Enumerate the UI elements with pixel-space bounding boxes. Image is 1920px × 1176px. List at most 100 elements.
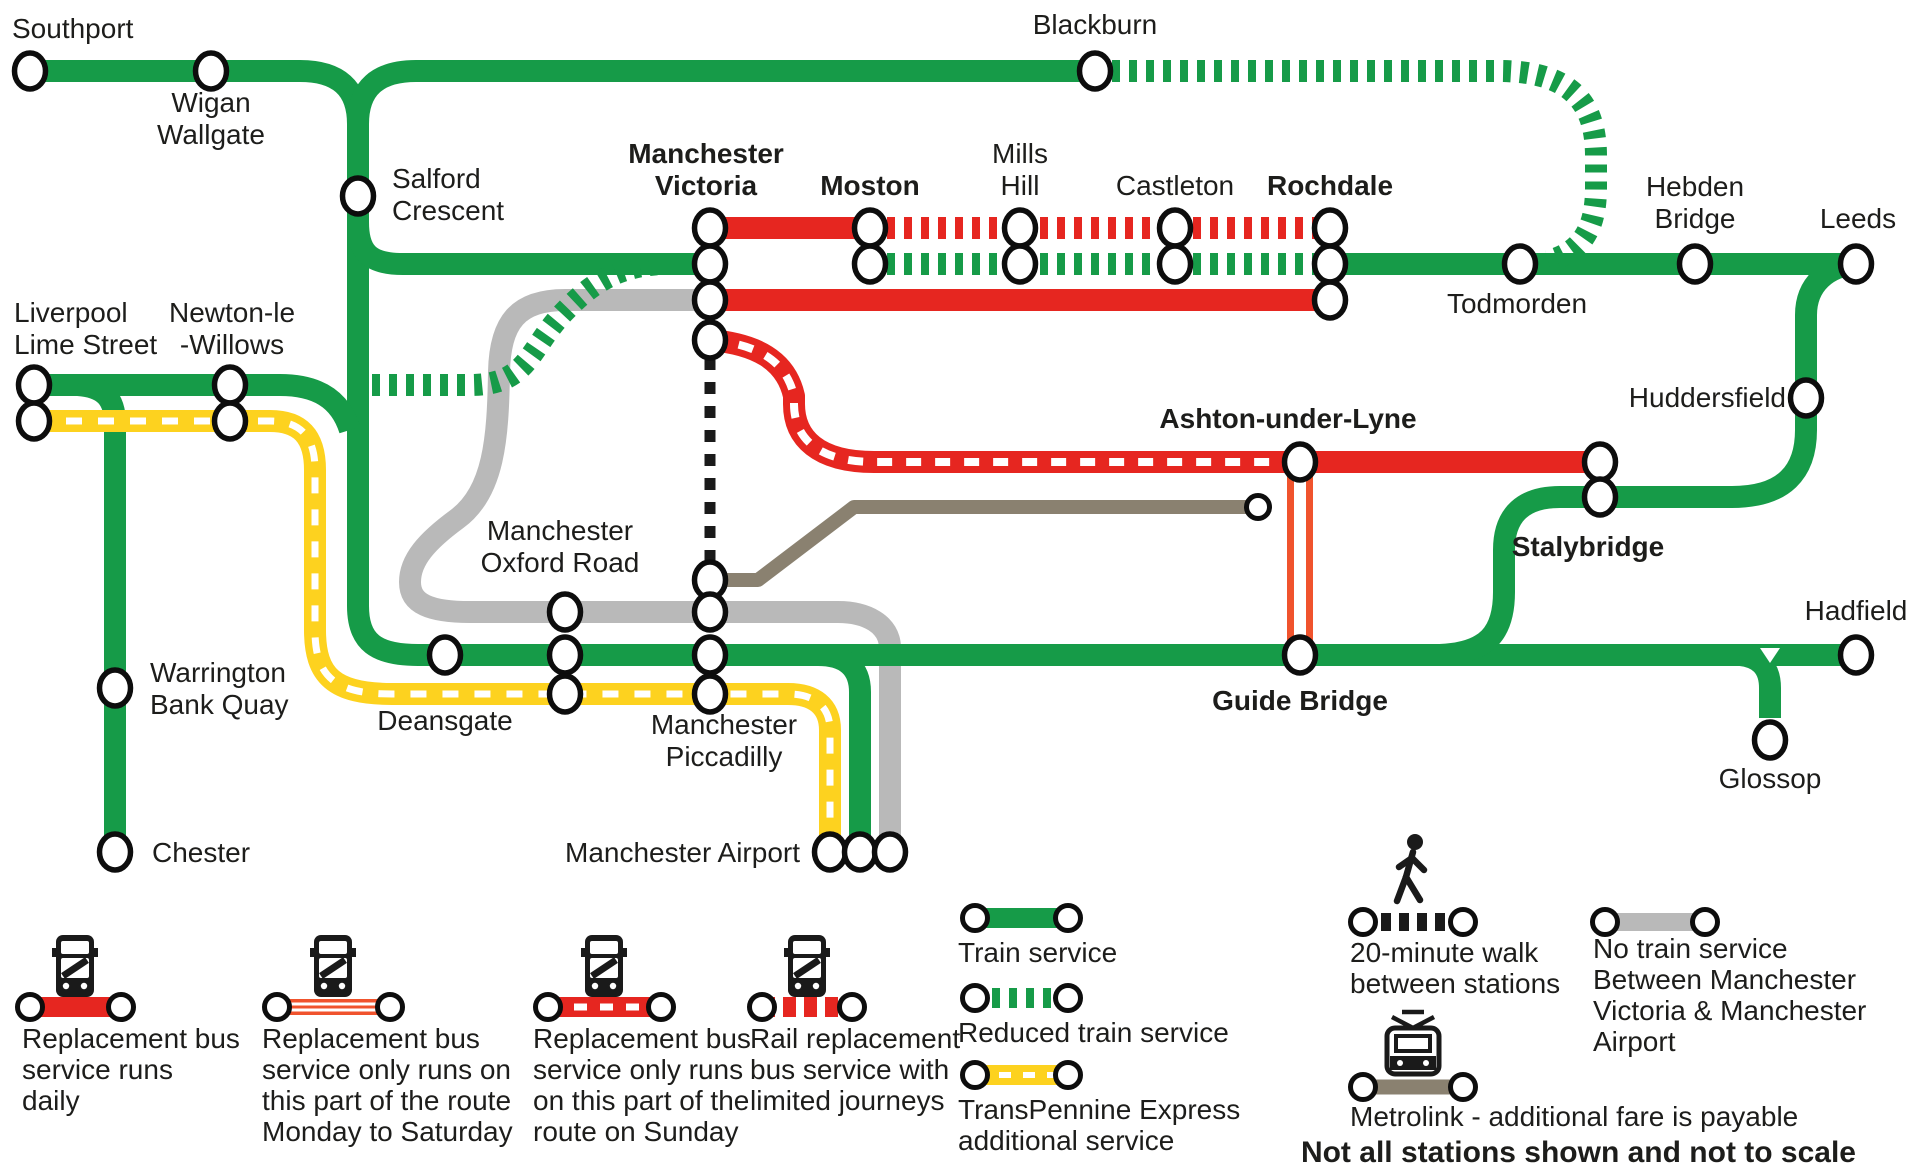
walking-person-icon-part [1407, 834, 1423, 850]
station-manchester-victoria-circle-2[interactable] [691, 243, 729, 285]
station-manchester-oxford-road-circle-2[interactable] [546, 634, 584, 676]
bus-mon-sat-label: Replacement bus [262, 1023, 480, 1054]
bus-icon-1-part [62, 982, 70, 990]
bus-daily-label: Replacement bus [22, 1023, 240, 1054]
reduced-blackburn-todmorden [1095, 60, 1607, 272]
station-wigan-wallgate-label: Wallgate [157, 119, 265, 150]
train-junction-blackburn [347, 60, 1095, 125]
station-stalybridge-circle-1[interactable] [1581, 441, 1619, 483]
station-warrington-bank-quay-circle[interactable] [96, 667, 134, 709]
station-manchester-piccadilly-circle-3[interactable] [691, 634, 729, 676]
station-mills-hill-circle-1[interactable] [1001, 207, 1039, 249]
bus-icon-4 [784, 935, 830, 997]
bus-mon-sat-endpoint-circle-2 [375, 992, 405, 1022]
station-manchester-airport-circle-3[interactable] [871, 831, 909, 873]
map-note: Not all stations shown and not to scale [1301, 1136, 1856, 1169]
station-newton-le-willows-circle-1[interactable] [211, 364, 249, 406]
metrolink-route [712, 500, 1246, 587]
station-todmorden-circle[interactable] [1501, 243, 1539, 285]
station-liverpool-lime-street-circle-1[interactable] [15, 364, 53, 406]
station-glossop-circle[interactable] [1751, 719, 1789, 761]
bus-icon-4-part [784, 948, 789, 957]
reduced-train-service-endpoint-circle-1 [960, 983, 990, 1013]
train-glossop-branch [1738, 644, 1781, 718]
station-manchester-victoria-label: Manchester [628, 138, 784, 169]
station-huddersfield-circle[interactable] [1787, 377, 1825, 419]
station-manchester-victoria-circle-1[interactable] [691, 207, 729, 249]
bus-daily-endpoint-circle-2 [106, 992, 136, 1022]
walking-person-icon [1393, 834, 1428, 905]
station-liverpool-lime-street-circle-2[interactable] [15, 400, 53, 442]
bus-icon-2-part [351, 948, 356, 957]
station-hebden-bridge-circle[interactable] [1676, 243, 1714, 285]
station-hadfield-circle[interactable] [1837, 634, 1875, 676]
station-wigan-wallgate-circle[interactable] [192, 50, 230, 92]
station-manchester-piccadilly-circle-2[interactable] [691, 591, 729, 633]
bus-icon-2-part [310, 948, 315, 957]
walking-person-icon-part [1395, 854, 1416, 871]
bus-icon-1-part [93, 948, 98, 957]
station-blackburn-circle[interactable] [1076, 50, 1114, 92]
station-ashton-under-lyne-circle[interactable] [1281, 441, 1319, 483]
bus-daily-endpoint-circle-1 [15, 992, 45, 1022]
station-rochdale-circle-3[interactable] [1311, 279, 1349, 321]
reduced-newton-victoria [372, 253, 663, 396]
tpe-additional-service-endpoint-circle-1 [960, 1060, 990, 1090]
station-manchester-oxford-road-circle-1[interactable] [546, 591, 584, 633]
station-ashton-under-lyne-label: Ashton-under-Lyne [1159, 403, 1416, 434]
no-train-service-route [399, 289, 901, 838]
station-hebden-bridge-label: Bridge [1655, 203, 1736, 234]
station-mills-hill-label: Hill [1001, 170, 1040, 201]
tram-icon-part [1390, 1056, 1436, 1070]
station-castleton-circle-2[interactable] [1156, 243, 1194, 285]
station-manchester-victoria-circle-3[interactable] [691, 279, 729, 321]
station-moston-circle-1[interactable] [851, 207, 889, 249]
bus-limited-label: bus service with [750, 1054, 949, 1085]
station-rochdale-circle-2[interactable] [1311, 243, 1349, 285]
station-manchester-oxford-road-circle-3[interactable] [546, 673, 584, 715]
station-deansgate-circle[interactable] [426, 634, 464, 676]
station-moston-label: Moston [820, 170, 920, 201]
station-salford-crescent-label: Salford [392, 163, 481, 194]
station-salford-crescent-circle[interactable] [339, 175, 377, 217]
station-rochdale-circle-1[interactable] [1311, 207, 1349, 249]
bus-sunday-label: on this part of the [533, 1085, 749, 1116]
station-metrolink-terminus-circle[interactable] [1244, 493, 1272, 521]
station-castleton-label: Castleton [1116, 170, 1234, 201]
station-moston-circle-2[interactable] [851, 243, 889, 285]
bus-limited-endpoint-circle-1 [747, 992, 777, 1022]
walk-between-stations-label: 20-minute walk [1350, 937, 1539, 968]
station-huddersfield-label: Huddersfield [1629, 382, 1786, 413]
station-southport-circle[interactable] [11, 50, 49, 92]
station-manchester-piccadilly-circle-4[interactable] [691, 673, 729, 715]
no-train-service-endpoint-circle-1 [1590, 907, 1620, 937]
train-warrington-chester [76, 374, 126, 852]
station-manchester-victoria-circle-4[interactable] [691, 319, 729, 361]
bus-icon-3-part [609, 982, 617, 990]
station-manchester-piccadilly-label: Piccadilly [666, 741, 783, 772]
station-stalybridge-circle-2[interactable] [1581, 476, 1619, 518]
walking-person-icon-part [1402, 873, 1424, 904]
bus-daily-label: service runs [22, 1054, 173, 1085]
station-southport-label: Southport [12, 13, 134, 44]
station-guide-bridge-circle[interactable] [1281, 634, 1319, 676]
bus-icon-2-part [320, 982, 328, 990]
tram-icon-part [1423, 1060, 1429, 1066]
station-chester-circle[interactable] [96, 831, 134, 873]
walking-person-icon-part [1393, 873, 1410, 905]
station-warrington-bank-quay-label: Warrington [150, 657, 286, 688]
bus-mon-sat-label: Monday to Saturday [262, 1116, 513, 1147]
tram-icon-part [1397, 1060, 1403, 1066]
train-service-endpoint-circle-1 [960, 903, 990, 933]
station-castleton-circle-1[interactable] [1156, 207, 1194, 249]
station-manchester-airport-circle-1[interactable] [811, 831, 849, 873]
bus-limited-label: limited journeys [750, 1085, 945, 1116]
bus-icon-4-part [825, 948, 830, 957]
station-leeds-label: Leeds [1820, 203, 1896, 234]
station-mills-hill-circle-2[interactable] [1001, 243, 1039, 285]
station-manchester-airport-circle-2[interactable] [841, 831, 879, 873]
station-leeds-circle[interactable] [1837, 243, 1875, 285]
station-newton-le-willows-circle-2[interactable] [211, 400, 249, 442]
walk-between-stations-label: between stations [1350, 968, 1560, 999]
no-train-service-label: No train service [1593, 933, 1788, 964]
